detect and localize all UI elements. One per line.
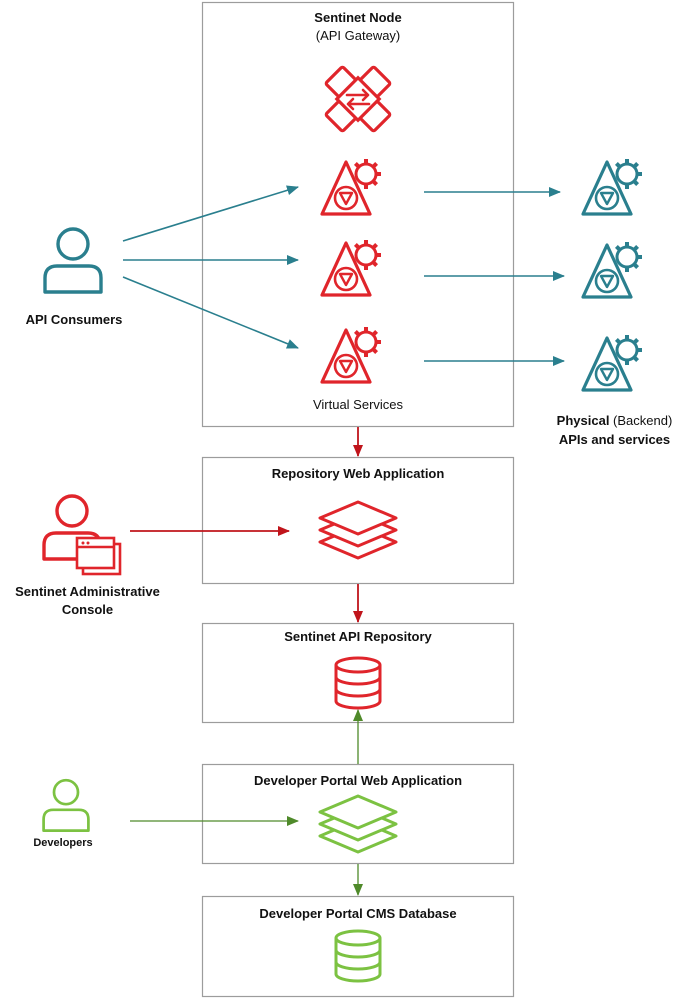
- cms-database-icon: [334, 929, 382, 983]
- dev-portal-box: [201, 763, 515, 865]
- gateway-icon: [324, 65, 392, 133]
- api-consumer-user-icon: [43, 227, 103, 294]
- consumer-to-service-arrow: [122, 276, 299, 349]
- backend-label-bold: Physical: [556, 413, 610, 428]
- backend-label-line1: Physical (Backend): [540, 412, 689, 429]
- admin-user-icon: [42, 494, 122, 576]
- api-repo-database-icon: [334, 656, 382, 710]
- cms-db-box: [201, 895, 515, 998]
- cms-db-title: Developer Portal CMS Database: [259, 906, 457, 921]
- gateway-subtitle: (API Gateway): [315, 28, 401, 43]
- consumer-to-service-arrow: [122, 185, 299, 242]
- gateway-box: [201, 1, 515, 428]
- api-consumers-label: API Consumers: [25, 312, 123, 327]
- api-repo-title: Sentinet API Repository: [284, 629, 432, 644]
- repo-web-layers-icon: [318, 500, 398, 560]
- virtual-service-icon: [320, 157, 383, 216]
- repo-web-box: [201, 456, 515, 585]
- virtual-service-icon: [320, 238, 383, 297]
- virtual-services-label: Virtual Services: [312, 397, 404, 412]
- backend-service-icon: [581, 157, 644, 216]
- console-window-icon: [75, 536, 122, 576]
- backend-label-line2: APIs and services: [558, 432, 671, 447]
- backend-label-normal: (Backend): [609, 413, 673, 428]
- backend-service-icon: [581, 333, 644, 392]
- gateway-title: Sentinet Node: [314, 10, 402, 25]
- dev-portal-layers-icon: [318, 794, 398, 854]
- repo-web-title: Repository Web Application: [271, 466, 445, 481]
- developer-user-icon: [42, 778, 90, 832]
- backend-service-icon: [581, 240, 644, 299]
- admin-console-label-line1: Sentinet Administrative: [15, 584, 160, 599]
- dev-portal-title: Developer Portal Web Application: [253, 773, 463, 788]
- admin-console-label-line2: Console: [61, 602, 114, 617]
- developers-label: Developers: [33, 837, 93, 849]
- virtual-service-icon: [320, 325, 383, 384]
